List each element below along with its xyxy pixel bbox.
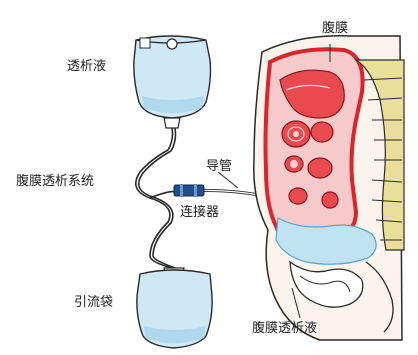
drain-bag bbox=[137, 268, 212, 348]
dialysate-bag bbox=[134, 36, 211, 128]
tubing bbox=[136, 128, 176, 268]
dialysate-bag-label: 透析液 bbox=[67, 60, 106, 73]
peritoneum-label: 腹膜 bbox=[322, 22, 348, 35]
pd-system-label: 腹膜透析系统 bbox=[16, 175, 94, 188]
connector-part bbox=[174, 185, 204, 196]
catheter-label: 导管 bbox=[206, 160, 232, 173]
abdomen-cross-section bbox=[254, 36, 404, 340]
drain-bag-label: 引流袋 bbox=[74, 296, 113, 309]
connector-label: 连接器 bbox=[180, 206, 219, 219]
pd-fluid-label: 腹膜透析液 bbox=[252, 322, 317, 335]
